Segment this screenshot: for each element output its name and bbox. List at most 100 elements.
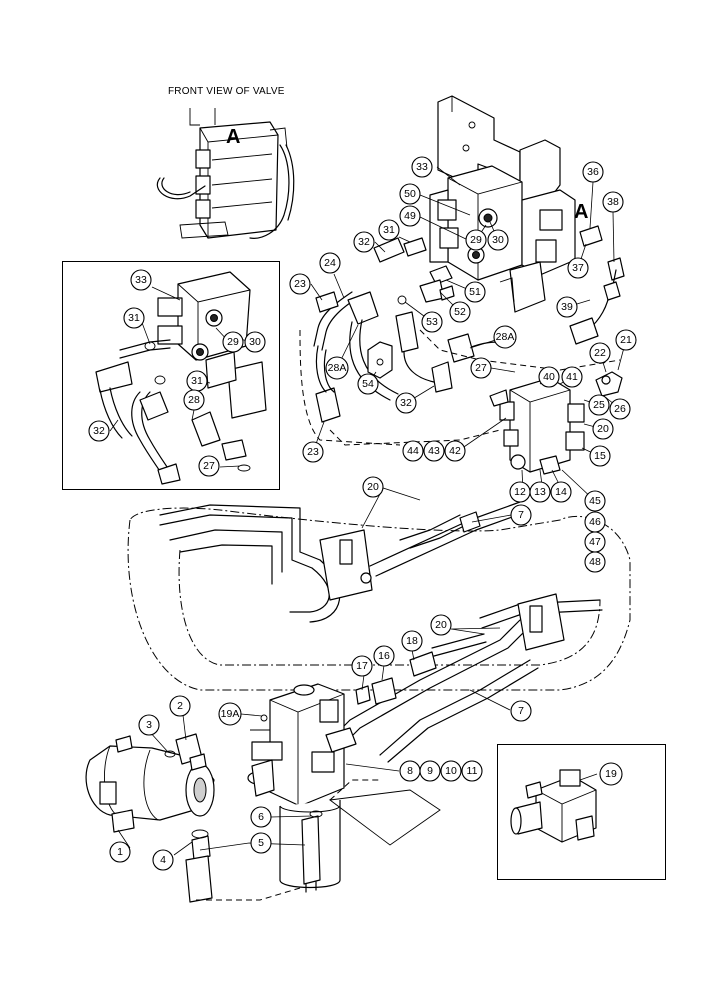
svg-text:28A: 28A — [328, 362, 347, 374]
svg-text:6: 6 — [258, 811, 264, 823]
callout-20-center: 20 — [362, 476, 384, 498]
svg-text:24: 24 — [324, 257, 336, 269]
svg-text:23: 23 — [307, 446, 319, 458]
inset-valve-19-detail — [497, 744, 666, 880]
svg-text:7: 7 — [518, 509, 524, 521]
dash-dot-hose-route — [127, 507, 631, 691]
svg-text:7: 7 — [518, 705, 524, 717]
svg-text:2: 2 — [177, 700, 183, 712]
svg-text:51: 51 — [469, 286, 481, 298]
callout-49: 49 — [399, 205, 421, 227]
callout-30: 30 — [487, 229, 509, 251]
callout-25: 25 — [588, 394, 610, 416]
oring-6 — [309, 810, 323, 818]
svg-text:52: 52 — [454, 306, 466, 318]
pump-1 — [85, 733, 301, 903]
svg-text:27: 27 — [203, 460, 215, 472]
svg-text:44: 44 — [407, 445, 419, 457]
callout-17: 17 — [351, 655, 373, 677]
callout-27: 27 — [470, 357, 492, 379]
callout-5: 5 — [250, 832, 272, 854]
svg-text:16: 16 — [378, 650, 390, 662]
hydraulic-lines — [159, 501, 603, 763]
middle-valve-block — [489, 371, 623, 475]
main-valve-assembly — [429, 95, 576, 313]
svg-text:39: 39 — [561, 301, 573, 313]
svg-text:27: 27 — [475, 362, 487, 374]
callout-52: 52 — [449, 301, 471, 323]
callout-38: 38 — [602, 191, 624, 213]
svg-text:29: 29 — [227, 336, 239, 348]
svg-text:9: 9 — [427, 765, 433, 777]
svg-text:14: 14 — [555, 486, 567, 498]
svg-text:31: 31 — [383, 224, 395, 236]
svg-text:21: 21 — [620, 334, 632, 346]
callout-20-lower: 20 — [430, 614, 452, 636]
svg-text:46: 46 — [589, 516, 601, 528]
valve-fittings — [373, 225, 625, 305]
svg-text:23: 23 — [294, 278, 306, 290]
svg-text:19: 19 — [605, 768, 617, 780]
svg-text:38: 38 — [607, 196, 619, 208]
callout-15: 15 — [589, 445, 611, 467]
inset-callout-30: 30 — [244, 331, 266, 353]
svg-text:36: 36 — [587, 166, 599, 178]
inset-callout-31-lower: 31 — [186, 370, 208, 392]
inset-callout-32: 32 — [88, 420, 110, 442]
svg-text:48: 48 — [589, 556, 601, 568]
callout-36: 36 — [582, 161, 604, 183]
callout-18: 18 — [401, 630, 423, 652]
svg-text:54: 54 — [362, 378, 374, 390]
callout-37: 37 — [567, 257, 589, 279]
view-marker-a-main: A — [574, 201, 588, 223]
callout-46: 46 — [584, 511, 606, 533]
callout-44: 44 — [402, 440, 424, 462]
callout-50: 50 — [399, 183, 421, 205]
hoses-upper — [313, 269, 621, 423]
svg-text:20: 20 — [597, 423, 609, 435]
callout-47: 47 — [584, 531, 606, 553]
callout-28A-lower: 28A — [325, 356, 349, 380]
callout-43: 43 — [423, 440, 445, 462]
front-view-valve-drawing — [156, 108, 295, 239]
callout-31: 31 — [378, 219, 400, 241]
callout-32: 32 — [353, 231, 375, 253]
svg-text:41: 41 — [566, 371, 578, 383]
callout-11: 11 — [461, 760, 483, 782]
svg-text:26: 26 — [614, 403, 626, 415]
inset-valve-detail — [62, 261, 280, 490]
callout-4: 4 — [152, 849, 174, 871]
oring-3 — [164, 750, 176, 758]
inset-valve-drawing — [95, 271, 267, 485]
callout-bubbles: 33 50 49 32 31 29 30 36 38 37 23 24 51 5… — [88, 156, 637, 871]
svg-text:17: 17 — [356, 660, 368, 672]
callout-45: 45 — [584, 490, 606, 512]
svg-text:12: 12 — [514, 486, 526, 498]
callout-26: 26 — [609, 398, 631, 420]
svg-text:42: 42 — [449, 445, 461, 457]
svg-text:28: 28 — [188, 394, 200, 406]
valve-19A — [247, 683, 441, 893]
svg-text:15: 15 — [594, 450, 606, 462]
svg-text:45: 45 — [589, 495, 601, 507]
callout-12: 12 — [509, 481, 531, 503]
callout-2: 2 — [169, 695, 191, 717]
svg-text:43: 43 — [428, 445, 440, 457]
svg-text:47: 47 — [589, 536, 601, 548]
svg-text:32: 32 — [358, 236, 370, 248]
svg-text:37: 37 — [572, 262, 584, 274]
svg-text:19A: 19A — [221, 708, 240, 720]
svg-text:29: 29 — [470, 234, 482, 246]
inset-callout-28: 28 — [183, 389, 205, 411]
svg-text:33: 33 — [416, 161, 428, 173]
front-view-label: FRONT VIEW OF VALVE — [168, 86, 285, 97]
inset-callout-33: 33 — [130, 269, 152, 291]
svg-text:32: 32 — [400, 397, 412, 409]
svg-text:18: 18 — [406, 635, 418, 647]
callout-33: 33 — [411, 156, 433, 178]
callout-3: 3 — [138, 714, 160, 736]
callout-6: 6 — [250, 806, 272, 828]
svg-text:5: 5 — [258, 837, 264, 849]
callout-40: 40 — [538, 366, 560, 388]
